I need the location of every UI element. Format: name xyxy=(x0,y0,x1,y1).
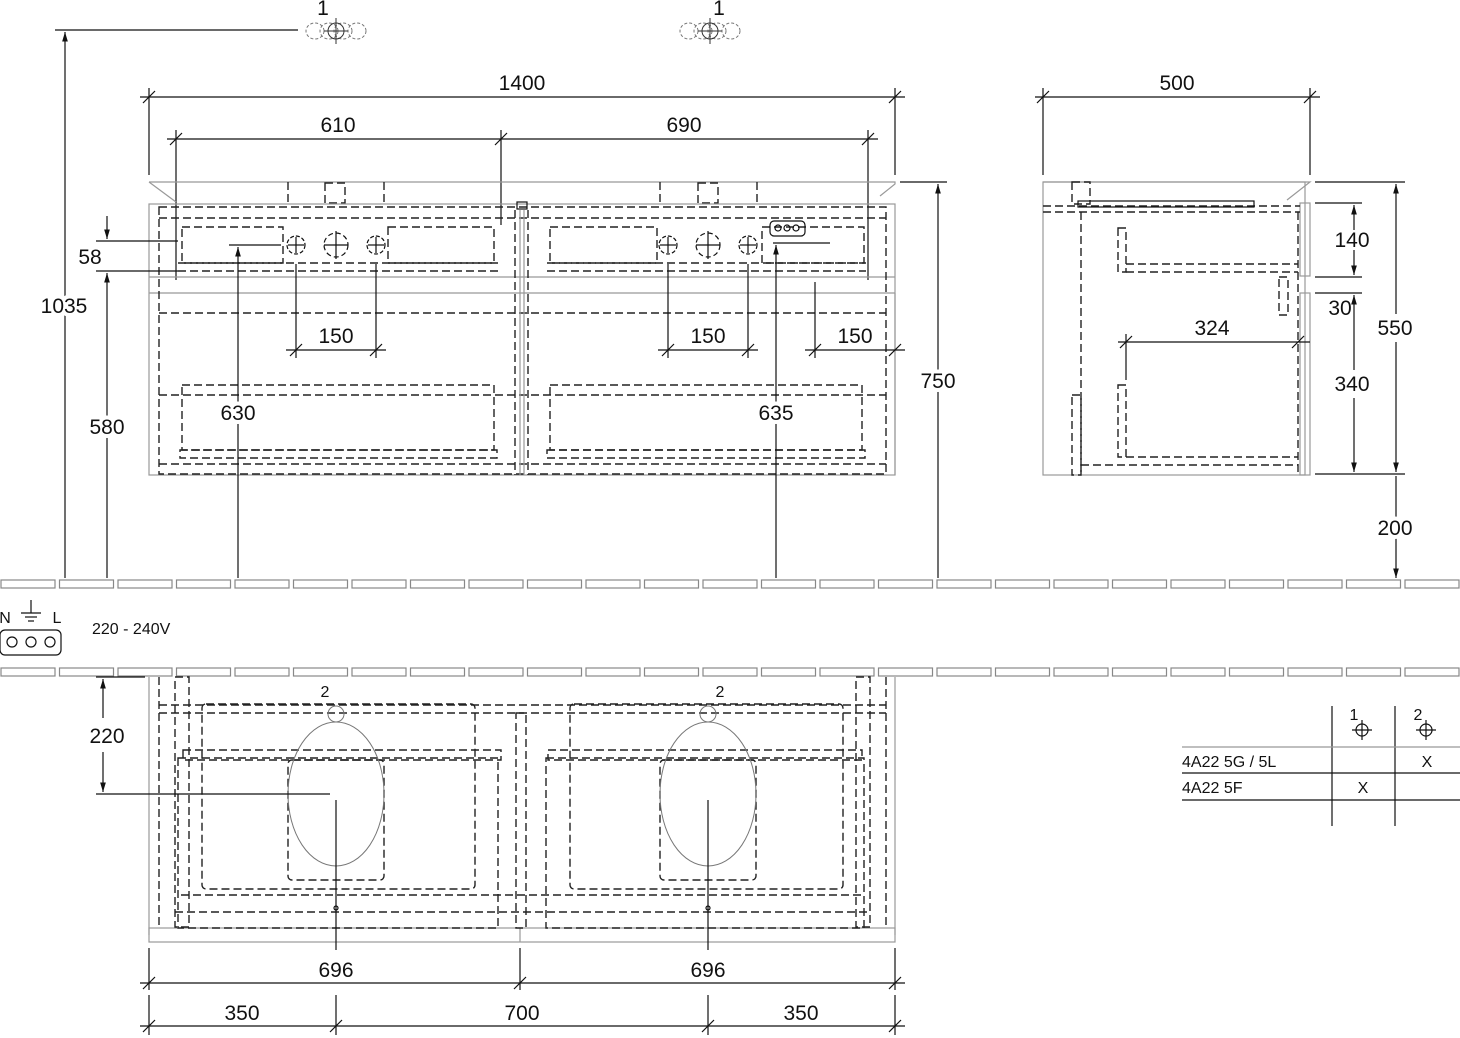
dim-wall-clearance: 200 xyxy=(1377,517,1412,540)
dim-side-drawer-gap: 30 xyxy=(1328,297,1351,320)
tap-cluster-icon xyxy=(305,18,367,44)
tap-cluster-icon xyxy=(679,18,741,44)
cabinet-side xyxy=(1042,181,1312,476)
legend-row-model: 4A22 5F xyxy=(1182,780,1243,797)
dim-top-drawer: 140 xyxy=(1334,229,1369,252)
dim-left-tap-offset: 610 xyxy=(320,114,355,137)
tap-hole-icon xyxy=(1416,720,1436,740)
tap-hole-icon xyxy=(1352,720,1372,740)
legend-col-1: 1 xyxy=(1350,707,1359,724)
dim-tap-spacing-left: 150 xyxy=(318,325,353,348)
legend-col-2: 2 xyxy=(1414,707,1423,724)
dim-total-width: 1400 xyxy=(499,72,546,95)
legend-row-model: 4A22 5G / 5L xyxy=(1182,754,1276,771)
dim-right-tap-offset: 690 xyxy=(666,114,701,137)
countertop xyxy=(148,181,896,204)
dim-left-drain-height: 630 xyxy=(220,402,255,425)
dim-height-to-tap: 1035 xyxy=(41,295,88,318)
tap-marker-2-left: 2 xyxy=(321,684,330,701)
socket-outlet-icon xyxy=(0,629,62,656)
legend-table: 1 2 4A22 5G / 5L X 4A22 5F X xyxy=(1182,706,1460,826)
tap-marker-1-left: 1 xyxy=(305,0,367,44)
dim-total-height: 750 xyxy=(920,370,955,393)
dim-bottom-drawer: 340 xyxy=(1334,373,1369,396)
floor-line-lower xyxy=(0,667,1460,677)
dim-basin-left: 696 xyxy=(318,959,353,982)
legend-row-col1: X xyxy=(1358,780,1369,797)
socket-icon xyxy=(769,220,806,237)
tap-marker-1-right: 1 xyxy=(679,0,741,44)
dim-basin-right: 696 xyxy=(690,959,725,982)
dim-right-drain-height: 635 xyxy=(758,402,793,425)
voltage-label: 220 - 240V xyxy=(92,621,171,638)
dim-depth: 500 xyxy=(1159,72,1194,95)
ground-icon xyxy=(21,600,41,622)
tap-marker-label: 1 xyxy=(317,0,329,20)
dim-cabinet-height: 550 xyxy=(1377,317,1412,340)
dim-edge-left: 350 xyxy=(224,1002,259,1025)
dim-inner-depth: 324 xyxy=(1194,317,1229,340)
tap-holes-left xyxy=(286,231,386,259)
dim-edge-right: 350 xyxy=(783,1002,818,1025)
tap-holes-right xyxy=(658,231,758,259)
dim-drawer-gap: 58 xyxy=(78,246,101,269)
tap-marker-2-right: 2 xyxy=(716,684,725,701)
dim-tap-spacing-right: 150 xyxy=(690,325,725,348)
electrical-connector: N L 220 - 240V xyxy=(0,600,171,656)
cabinet-top xyxy=(148,676,896,943)
terminal-l-label: L xyxy=(53,610,62,627)
dim-depth-to-drain: 220 xyxy=(89,725,124,748)
legend-row-col2: X xyxy=(1422,754,1433,771)
terminal-n-label: N xyxy=(0,610,11,627)
dim-center-span: 700 xyxy=(504,1002,539,1025)
dim-socket-spacing: 150 xyxy=(837,325,872,348)
dim-floor-to-cabinet: 580 xyxy=(89,416,124,439)
tap-marker-label: 1 xyxy=(713,0,725,20)
cabinet-front xyxy=(148,201,896,476)
floor-line-upper xyxy=(0,579,1460,589)
